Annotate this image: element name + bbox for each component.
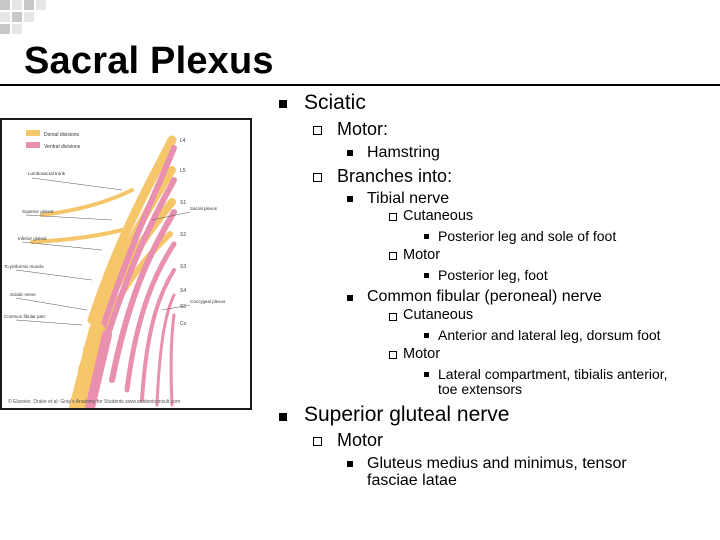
- outline-tibial-motor: Motor: [403, 247, 441, 263]
- bullet-hollow-square-icon: [389, 313, 397, 321]
- bullet-square-icon: [279, 413, 287, 421]
- svg-text:S1: S1: [180, 200, 186, 206]
- bullet-small-square-icon: [424, 273, 429, 278]
- bullet-small-square-icon: [424, 372, 429, 377]
- outline-fibular-cutaneous: Cutaneous: [403, 307, 474, 323]
- bullet-square-icon: [347, 295, 353, 301]
- bullet-hollow-square-icon: [389, 252, 397, 260]
- outline-motor: Motor:: [337, 119, 389, 139]
- outline-hamstring: Hamstring: [367, 144, 440, 161]
- svg-text:L5: L5: [180, 168, 186, 174]
- svg-text:Lumbosacral trunk: Lumbosacral trunk: [28, 171, 66, 176]
- bullet-hollow-square-icon: [313, 173, 322, 182]
- outline-fibular-motor-detail-2: toe extensors: [438, 381, 523, 397]
- outline-tibial-motor-detail: Posterior leg, foot: [438, 267, 548, 283]
- svg-text:To piriformis muscle: To piriformis muscle: [4, 264, 44, 269]
- svg-text:L4: L4: [180, 138, 186, 144]
- svg-text:S2: S2: [180, 232, 186, 238]
- corner-decoration: [0, 0, 46, 34]
- bullet-square-icon: [347, 196, 353, 202]
- svg-text:Coccygeal plexus: Coccygeal plexus: [190, 299, 226, 304]
- outline-fibular: Common fibular (peroneal) nerve: [367, 288, 602, 305]
- outline-fibular-motor: Motor: [403, 346, 441, 362]
- svg-text:Superior gluteal: Superior gluteal: [22, 209, 54, 214]
- figure-legend: Dorsal divisions Ventral divisions: [26, 130, 81, 150]
- outline-gluteus-2: fasciae latae: [367, 472, 457, 489]
- bullet-hollow-square-icon: [313, 126, 322, 135]
- svg-text:Co: Co: [180, 321, 187, 327]
- outline-sciatic: Sciatic: [304, 91, 366, 114]
- outline-tibial: Tibial nerve: [367, 190, 450, 207]
- bullet-hollow-square-icon: [313, 437, 322, 446]
- svg-text:© Elsevier. Drake et al: Gray': © Elsevier. Drake et al: Gray's Anatomy …: [8, 398, 180, 405]
- svg-text:S5: S5: [180, 304, 186, 310]
- bullet-hollow-square-icon: [389, 213, 397, 221]
- svg-text:Inferior gluteal: Inferior gluteal: [18, 236, 47, 241]
- svg-text:Ventral divisions: Ventral divisions: [44, 144, 81, 150]
- bullet-small-square-icon: [424, 234, 429, 239]
- svg-text:S4: S4: [180, 288, 186, 294]
- outline-tibial-cutaneous-detail: Posterior leg and sole of foot: [438, 228, 617, 244]
- outline-gluteus-1: Gluteus medius and minimus, tensor: [367, 455, 627, 472]
- slide-title: Sacral Plexus: [24, 40, 274, 82]
- outline-branches: Branches into:: [337, 166, 453, 186]
- outline-tibial-cutaneous: Cutaneous: [403, 208, 474, 224]
- svg-text:Common fibular part: Common fibular part: [4, 314, 46, 319]
- bullet-square-icon: [347, 150, 353, 156]
- svg-text:Sacral plexus: Sacral plexus: [190, 206, 218, 211]
- bullet-small-square-icon: [424, 333, 429, 338]
- svg-text:S3: S3: [180, 264, 186, 270]
- bullet-hollow-square-icon: [389, 351, 397, 359]
- outline-fibular-motor-detail-1: Lateral compartment, tibialis anterior,: [438, 366, 668, 382]
- bullet-square-icon: [347, 461, 353, 467]
- title-divider: [0, 84, 720, 86]
- svg-text:Sciatic nerve: Sciatic nerve: [10, 292, 36, 297]
- sacral-plexus-illustration: Dorsal divisions Ventral divisions L4 L5…: [0, 118, 252, 410]
- outline-fibular-cutaneous-detail: Anterior and lateral leg, dorsum foot: [438, 327, 661, 343]
- svg-text:Dorsal divisions: Dorsal divisions: [44, 132, 80, 138]
- outline-superior-gluteal: Superior gluteal nerve: [304, 403, 510, 426]
- outline-superior-gluteal-motor: Motor: [337, 430, 384, 450]
- bullet-square-icon: [279, 100, 287, 108]
